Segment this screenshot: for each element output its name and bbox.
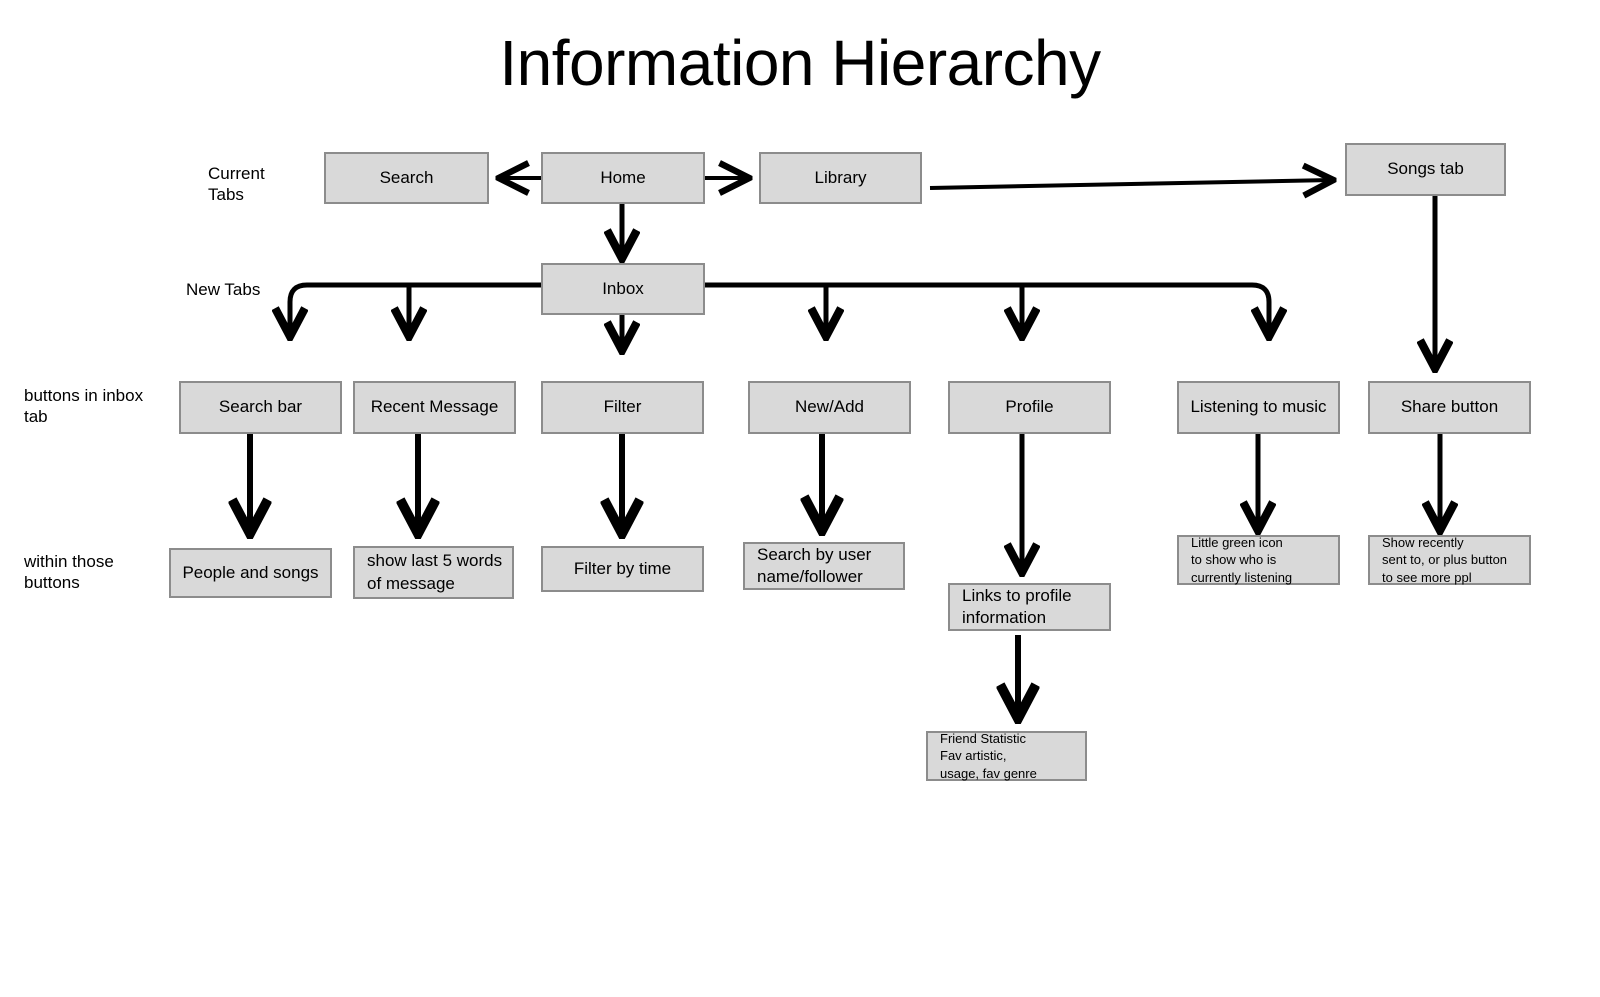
node-search[interactable]: Search xyxy=(324,152,489,204)
node-new-add[interactable]: New/Add xyxy=(748,381,911,434)
node-filter-by-time[interactable]: Filter by time xyxy=(541,546,704,592)
row-label-within-those-buttons: within those buttons xyxy=(24,552,114,593)
row-label-current-tabs: Current Tabs xyxy=(208,164,265,205)
node-listening-to-music[interactable]: Listening to music xyxy=(1177,381,1340,434)
node-show-last-5-words[interactable]: show last 5 words of message xyxy=(353,546,514,599)
node-friend-statistic[interactable]: Friend Statistic Fav artistic, usage, fa… xyxy=(926,731,1087,781)
page-title: Information Hierarchy xyxy=(499,27,1101,99)
node-home[interactable]: Home xyxy=(541,152,705,204)
node-profile[interactable]: Profile xyxy=(948,381,1111,434)
edge-library-to-songs-tab xyxy=(929,180,1332,188)
edge-inbox-right-bus xyxy=(705,282,1269,336)
node-recent-message[interactable]: Recent Message xyxy=(353,381,516,434)
node-filter[interactable]: Filter xyxy=(541,381,704,434)
row-label-buttons-in-inbox-tab: buttons in inbox tab xyxy=(24,386,144,427)
node-library[interactable]: Library xyxy=(759,152,922,204)
node-search-by-user-name[interactable]: Search by user name/follower xyxy=(743,542,905,590)
row-label-new-tabs: New Tabs xyxy=(186,280,261,299)
node-search-bar[interactable]: Search bar xyxy=(179,381,342,434)
node-links-to-profile-information[interactable]: Links to profile information xyxy=(948,583,1111,631)
node-songs-tab[interactable]: Songs tab xyxy=(1345,143,1506,196)
node-inbox[interactable]: Inbox xyxy=(541,263,705,315)
node-share-button[interactable]: Share button xyxy=(1368,381,1531,434)
node-little-green-icon[interactable]: Little green icon to show who is current… xyxy=(1177,535,1340,585)
node-people-and-songs[interactable]: People and songs xyxy=(169,548,332,598)
node-show-recently-sent-to[interactable]: Show recently sent to, or plus button to… xyxy=(1368,535,1531,585)
